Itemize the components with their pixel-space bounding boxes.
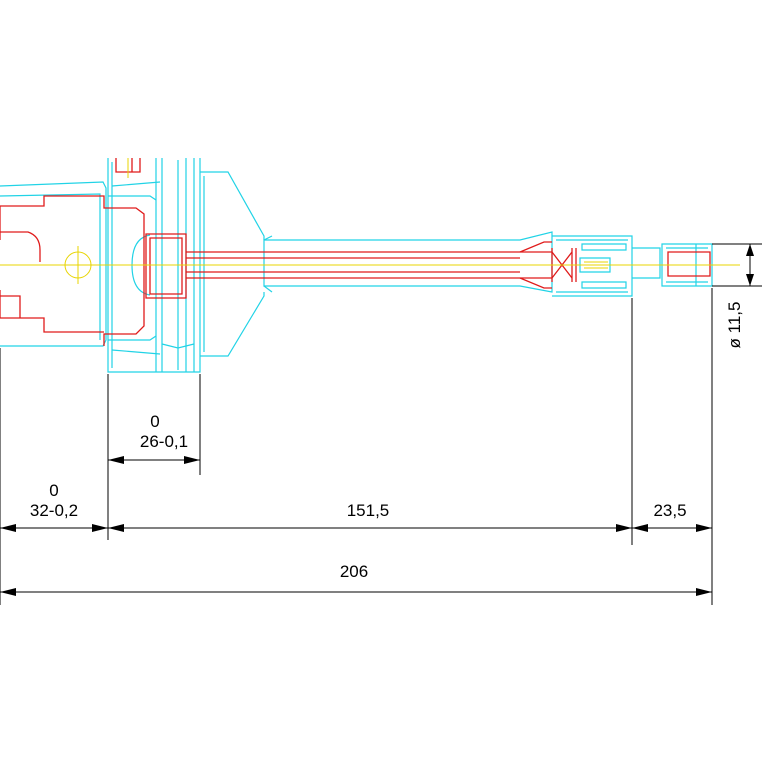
dimension-labels: 0 26-0,1 0 32-0,2 151,5 23,5 206 ø 11,5	[30, 302, 744, 581]
overall-length-label: 206	[340, 562, 368, 581]
centerlines	[0, 158, 740, 284]
tip-diameter-label: ø 11,5	[725, 302, 744, 349]
tip-length-label: 23,5	[653, 501, 686, 520]
tolerance-32-upper: 0	[49, 481, 58, 500]
flange-width-label: 26-0,1	[140, 432, 188, 451]
dimension-lines	[0, 243, 762, 605]
shank-length-label: 32-0,2	[30, 501, 78, 520]
extension-length-label: 151,5	[347, 501, 390, 520]
tolerance-26-upper: 0	[150, 412, 159, 431]
